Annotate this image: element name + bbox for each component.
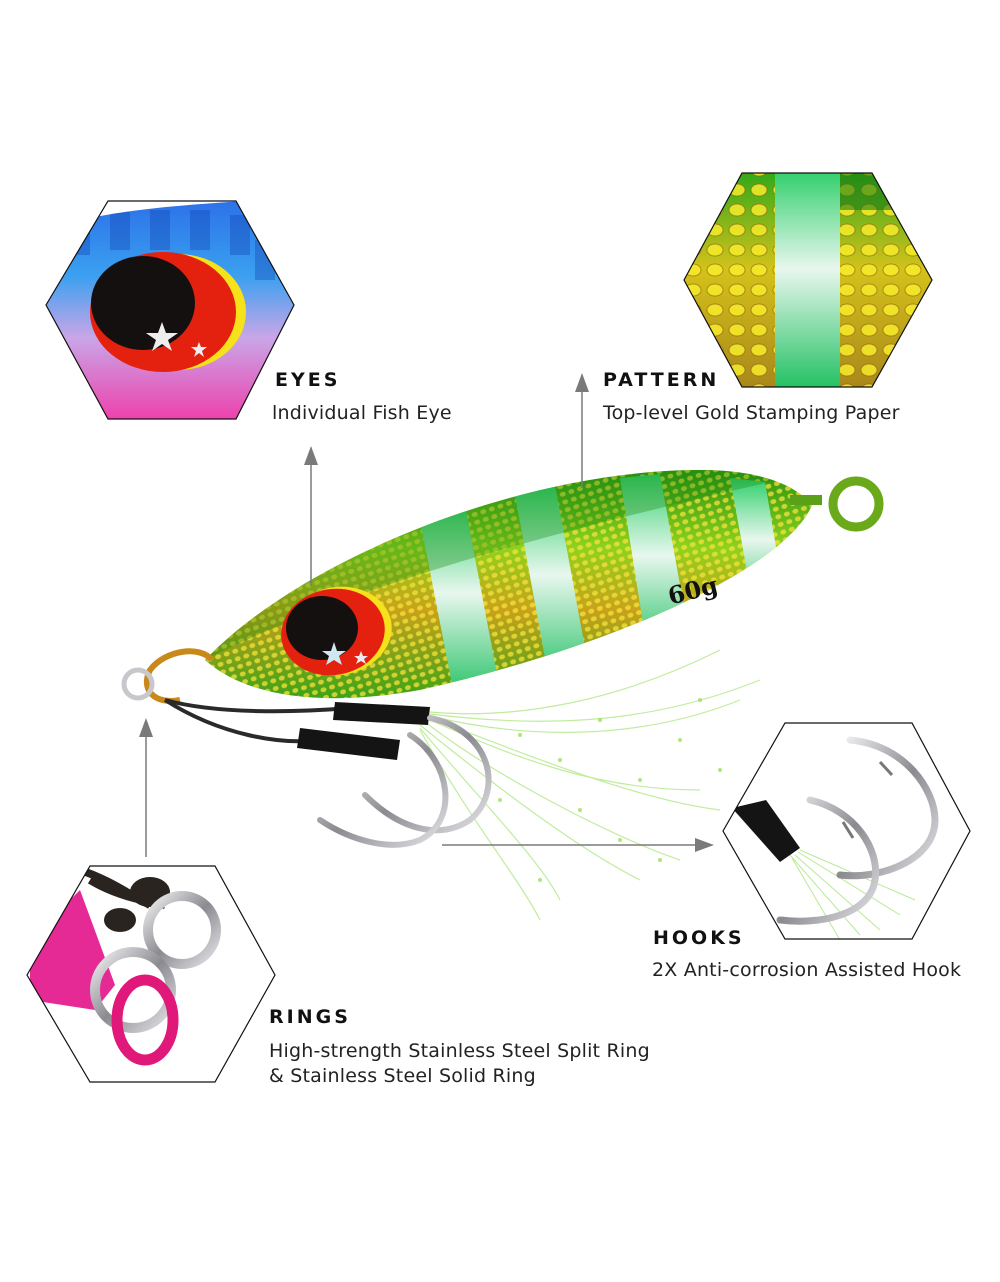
skirt-fibers: [419, 649, 761, 921]
rings-hexagon-frame: [26, 865, 276, 1083]
eyes-hexagon-image: [46, 201, 294, 419]
hooks-hexagon-frame: [722, 722, 971, 940]
arrow-pattern: [575, 373, 589, 488]
rings-description-line-2: & Stainless Steel Solid Ring: [269, 1065, 536, 1087]
pattern-hexagon-frame: [683, 172, 933, 388]
rings-hexagon-image: [27, 866, 275, 1082]
arrow-rings: [139, 718, 153, 857]
eyes-description: lndividual Fish Eye: [272, 402, 452, 424]
rings-title: RINGS: [269, 1006, 351, 1028]
hooks-description: 2X Anti-corrosion Assisted Hook: [652, 959, 962, 981]
rings-description-line-1: High-strength Stainless Steel Split Ring: [269, 1040, 650, 1062]
arrow-eyes: [304, 446, 318, 586]
hooks-hexagon-image: [723, 723, 970, 939]
pattern-hexagon-image: [684, 173, 932, 387]
eyes-hexagon-frame: [45, 200, 295, 420]
pattern-title: PATTERN: [603, 369, 720, 391]
arrow-hooks: [442, 838, 714, 852]
hooks-title: HOOKS: [653, 927, 745, 949]
eyes-title: EYES: [275, 369, 341, 391]
pattern-description: Top-level Gold Stamping Paper: [603, 402, 900, 424]
